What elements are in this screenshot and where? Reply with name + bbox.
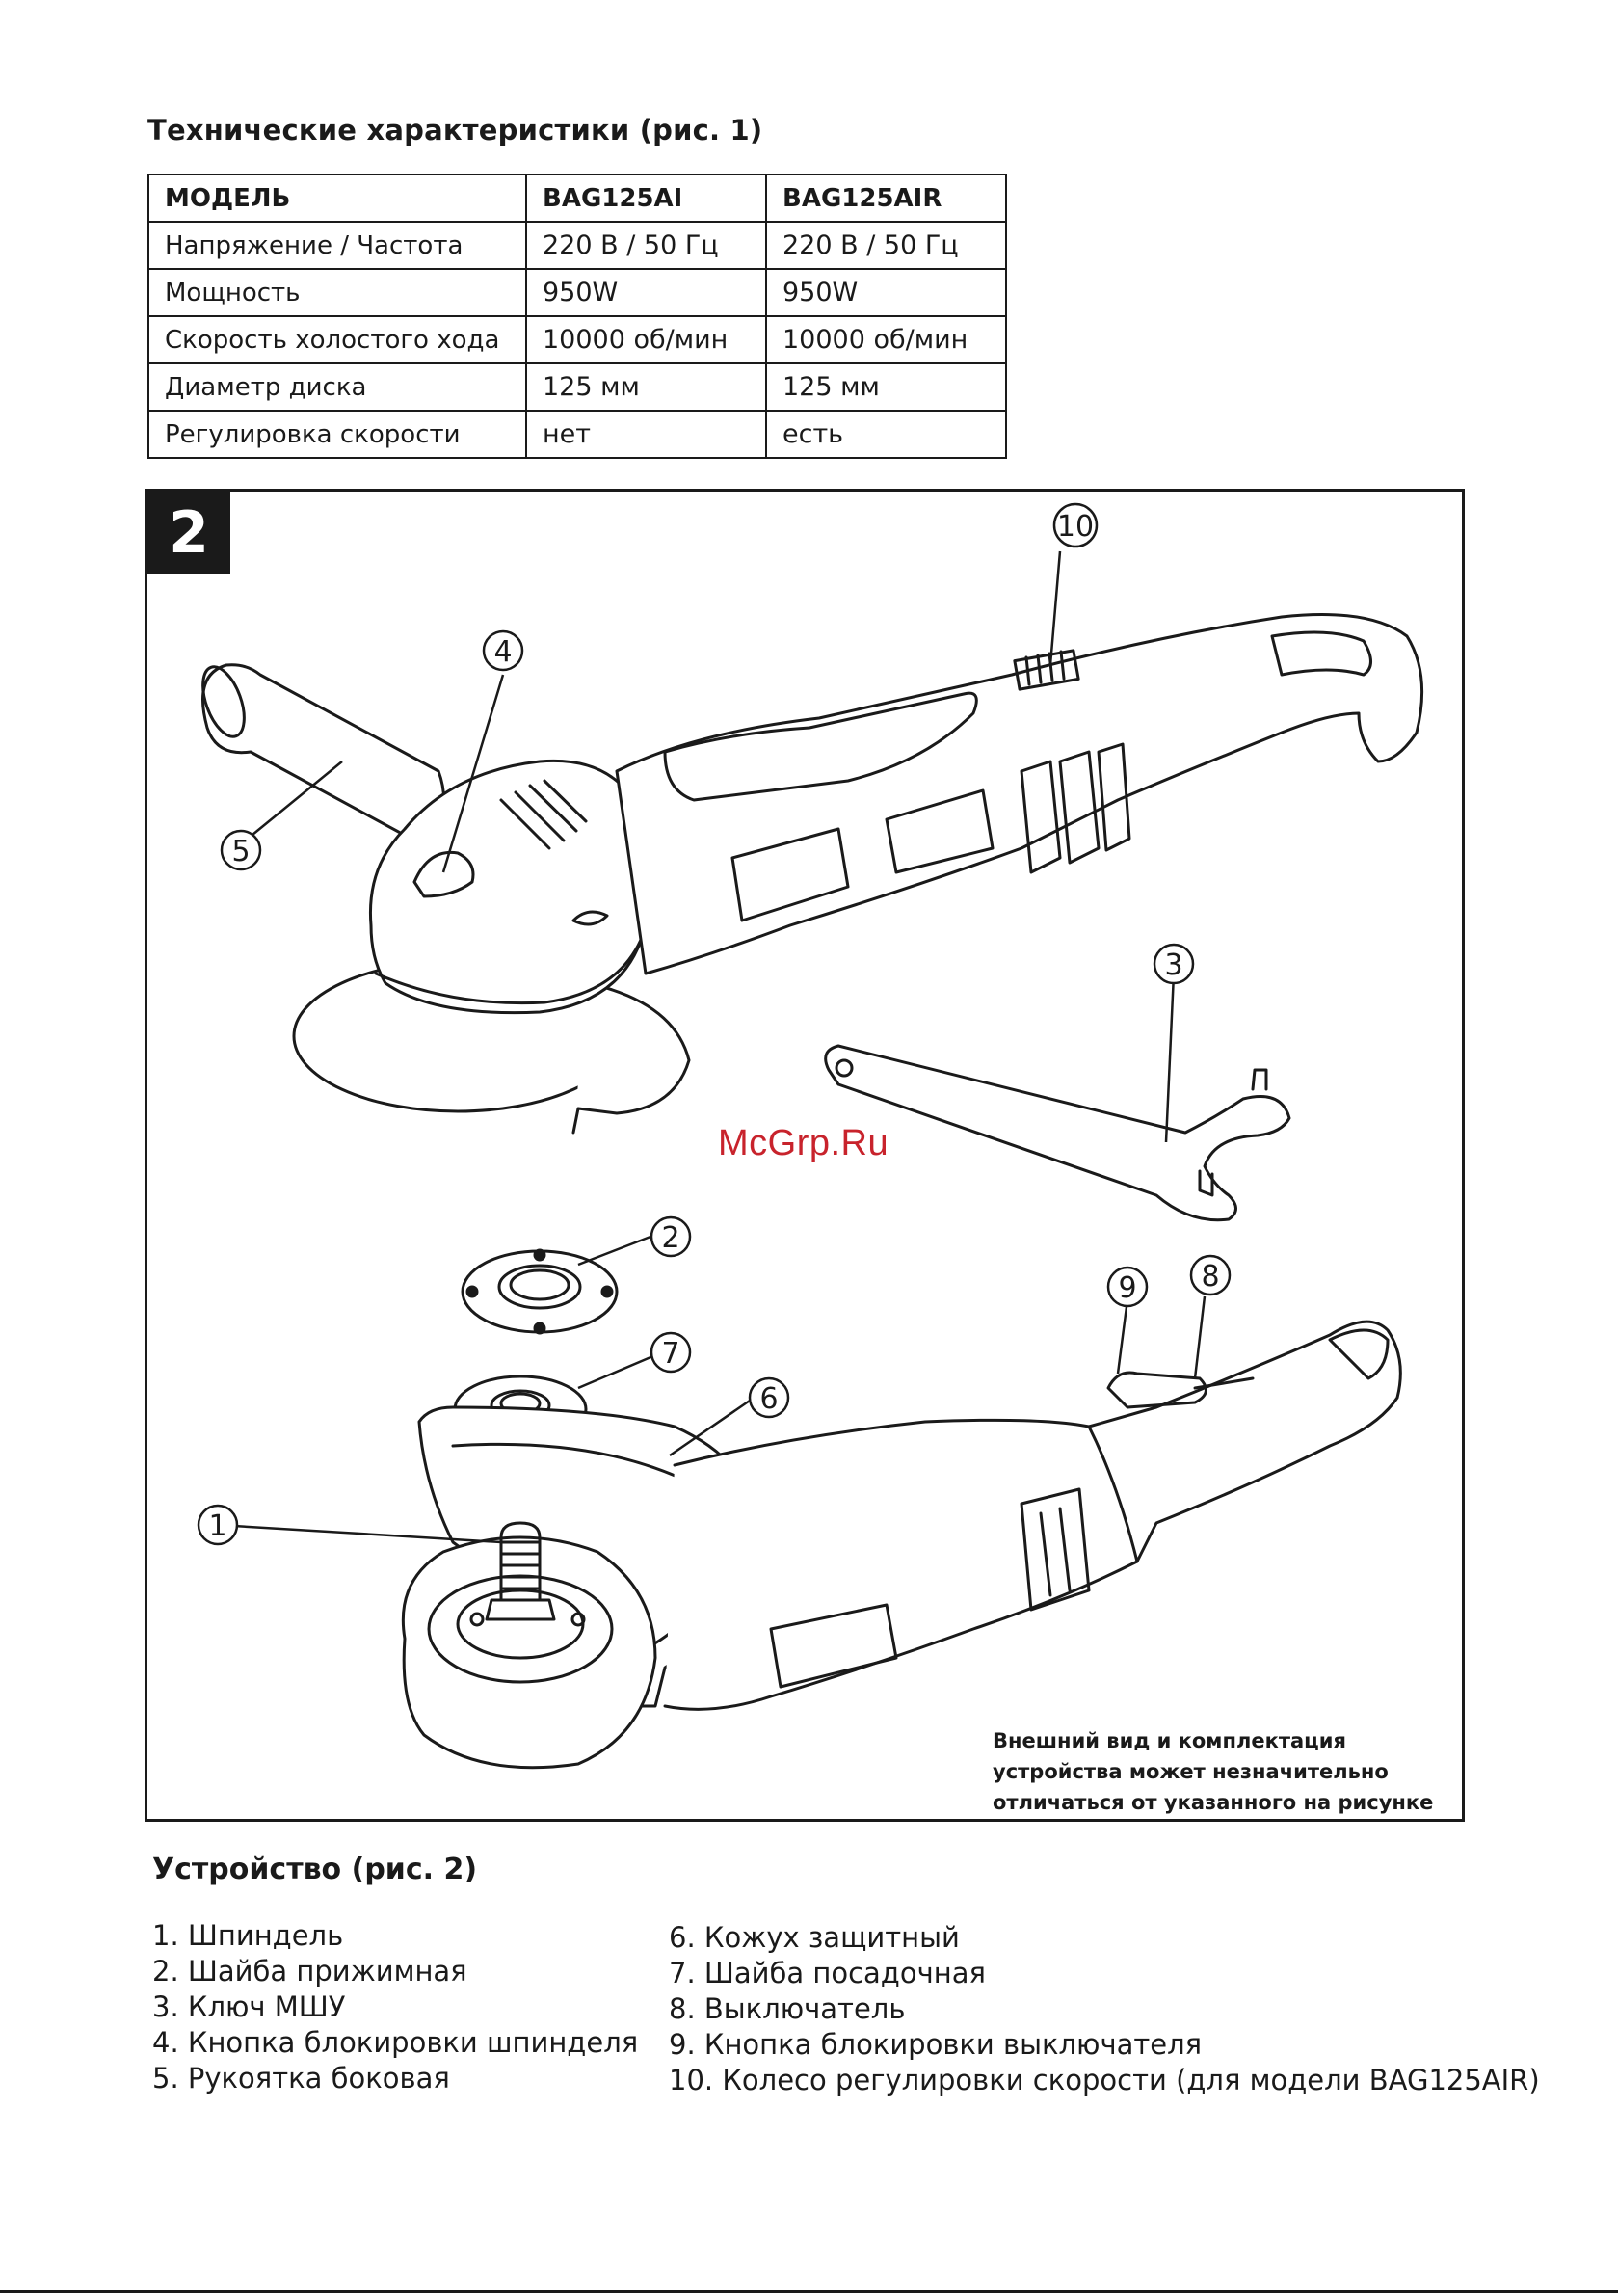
spec-table: МОДЕЛЬ BAG125AI BAG125AIR Напряжение / Ч…	[147, 174, 1007, 459]
list-item: 7. Шайба посадочная	[669, 1957, 986, 1989]
row-value: 10000 об/мин	[525, 315, 767, 364]
callout-9: 9	[1118, 1271, 1136, 1305]
row-label: Регулировка скорости	[147, 410, 527, 459]
callout-10: 10	[1057, 510, 1094, 544]
row-label: Мощность	[147, 268, 527, 317]
row-value: нет	[525, 410, 767, 459]
spec-section-title: Технические характеристики (рис. 1)	[147, 114, 763, 147]
page-bottom-rule	[0, 2290, 1618, 2293]
callout-4: 4	[493, 635, 512, 669]
row-value: 220 В / 50 Гц	[525, 221, 767, 270]
bottom-grinder-drawing	[401, 1320, 1402, 1770]
device-section-title: Устройство (рис. 2)	[152, 1853, 478, 1886]
flange-nut-drawing	[461, 1248, 619, 1335]
row-label: Скорость холостого хода	[147, 315, 527, 364]
row-value: есть	[765, 410, 1007, 459]
row-value: 220 В / 50 Гц	[765, 221, 1007, 270]
row-value: 125 мм	[765, 362, 1007, 412]
list-item: 4. Кнопка блокировки шпинделя	[152, 2026, 639, 2059]
callout-8: 8	[1201, 1260, 1219, 1294]
row-value: 950W	[525, 268, 767, 317]
list-item: 8. Выключатель	[669, 1992, 906, 2025]
row-value: 950W	[765, 268, 1007, 317]
list-item: 5. Рукоятка боковая	[152, 2062, 450, 2095]
callout-1: 1	[208, 1509, 226, 1543]
figure-note: Внешний вид и комплектация устройства мо…	[993, 1729, 1434, 1814]
table-row: Регулировка скорости нет есть	[147, 410, 1007, 459]
table-row: Мощность 950W 950W	[147, 268, 1007, 317]
row-label: Диаметр диска	[147, 362, 527, 412]
header-cell: МОДЕЛЬ	[147, 174, 527, 223]
table-row: Напряжение / Частота 220 В / 50 Гц 220 В…	[147, 221, 1007, 270]
table-row: Диаметр диска 125 мм 125 мм	[147, 362, 1007, 412]
spanner-drawing	[824, 1044, 1291, 1222]
watermark: McGrp.Ru	[718, 1123, 889, 1163]
figure-number-badge: 2	[147, 492, 230, 574]
spec-table-header: МОДЕЛЬ BAG125AI BAG125AIR	[147, 174, 1007, 223]
figure-frame	[145, 489, 1465, 1822]
parts-list-left: 1. Шпиндель 2. Шайба прижимная 3. Ключ М…	[152, 1918, 638, 2096]
list-item: 3. Ключ МШУ	[152, 1990, 346, 2023]
row-value: 10000 об/мин	[765, 315, 1007, 364]
list-item: 6. Кожух защитный	[669, 1921, 960, 1954]
callout-3: 3	[1164, 948, 1182, 982]
callout-2: 2	[661, 1221, 679, 1255]
list-item: 9. Кнопка блокировки выключателя	[669, 2028, 1203, 2061]
row-label: Напряжение / Частота	[147, 221, 527, 270]
row-value: 125 мм	[525, 362, 767, 412]
table-row: Скорость холостого хода 10000 об/мин 100…	[147, 315, 1007, 364]
callout-6: 6	[759, 1382, 778, 1416]
list-item: 10. Колесо регулировки скорости (для мод…	[669, 2064, 1540, 2096]
callout-7: 7	[661, 1337, 679, 1371]
list-item: 2. Шайба прижимная	[152, 1955, 467, 1988]
list-item: 1. Шпиндель	[152, 1919, 344, 1952]
callout-5: 5	[231, 835, 250, 868]
header-cell: BAG125AI	[525, 174, 767, 223]
header-cell: BAG125AIR	[765, 174, 1007, 223]
parts-list-right: 6. Кожух защитный 7. Шайба посадочная 8.…	[669, 1920, 1540, 2098]
top-grinder-drawing	[201, 613, 1424, 1135]
